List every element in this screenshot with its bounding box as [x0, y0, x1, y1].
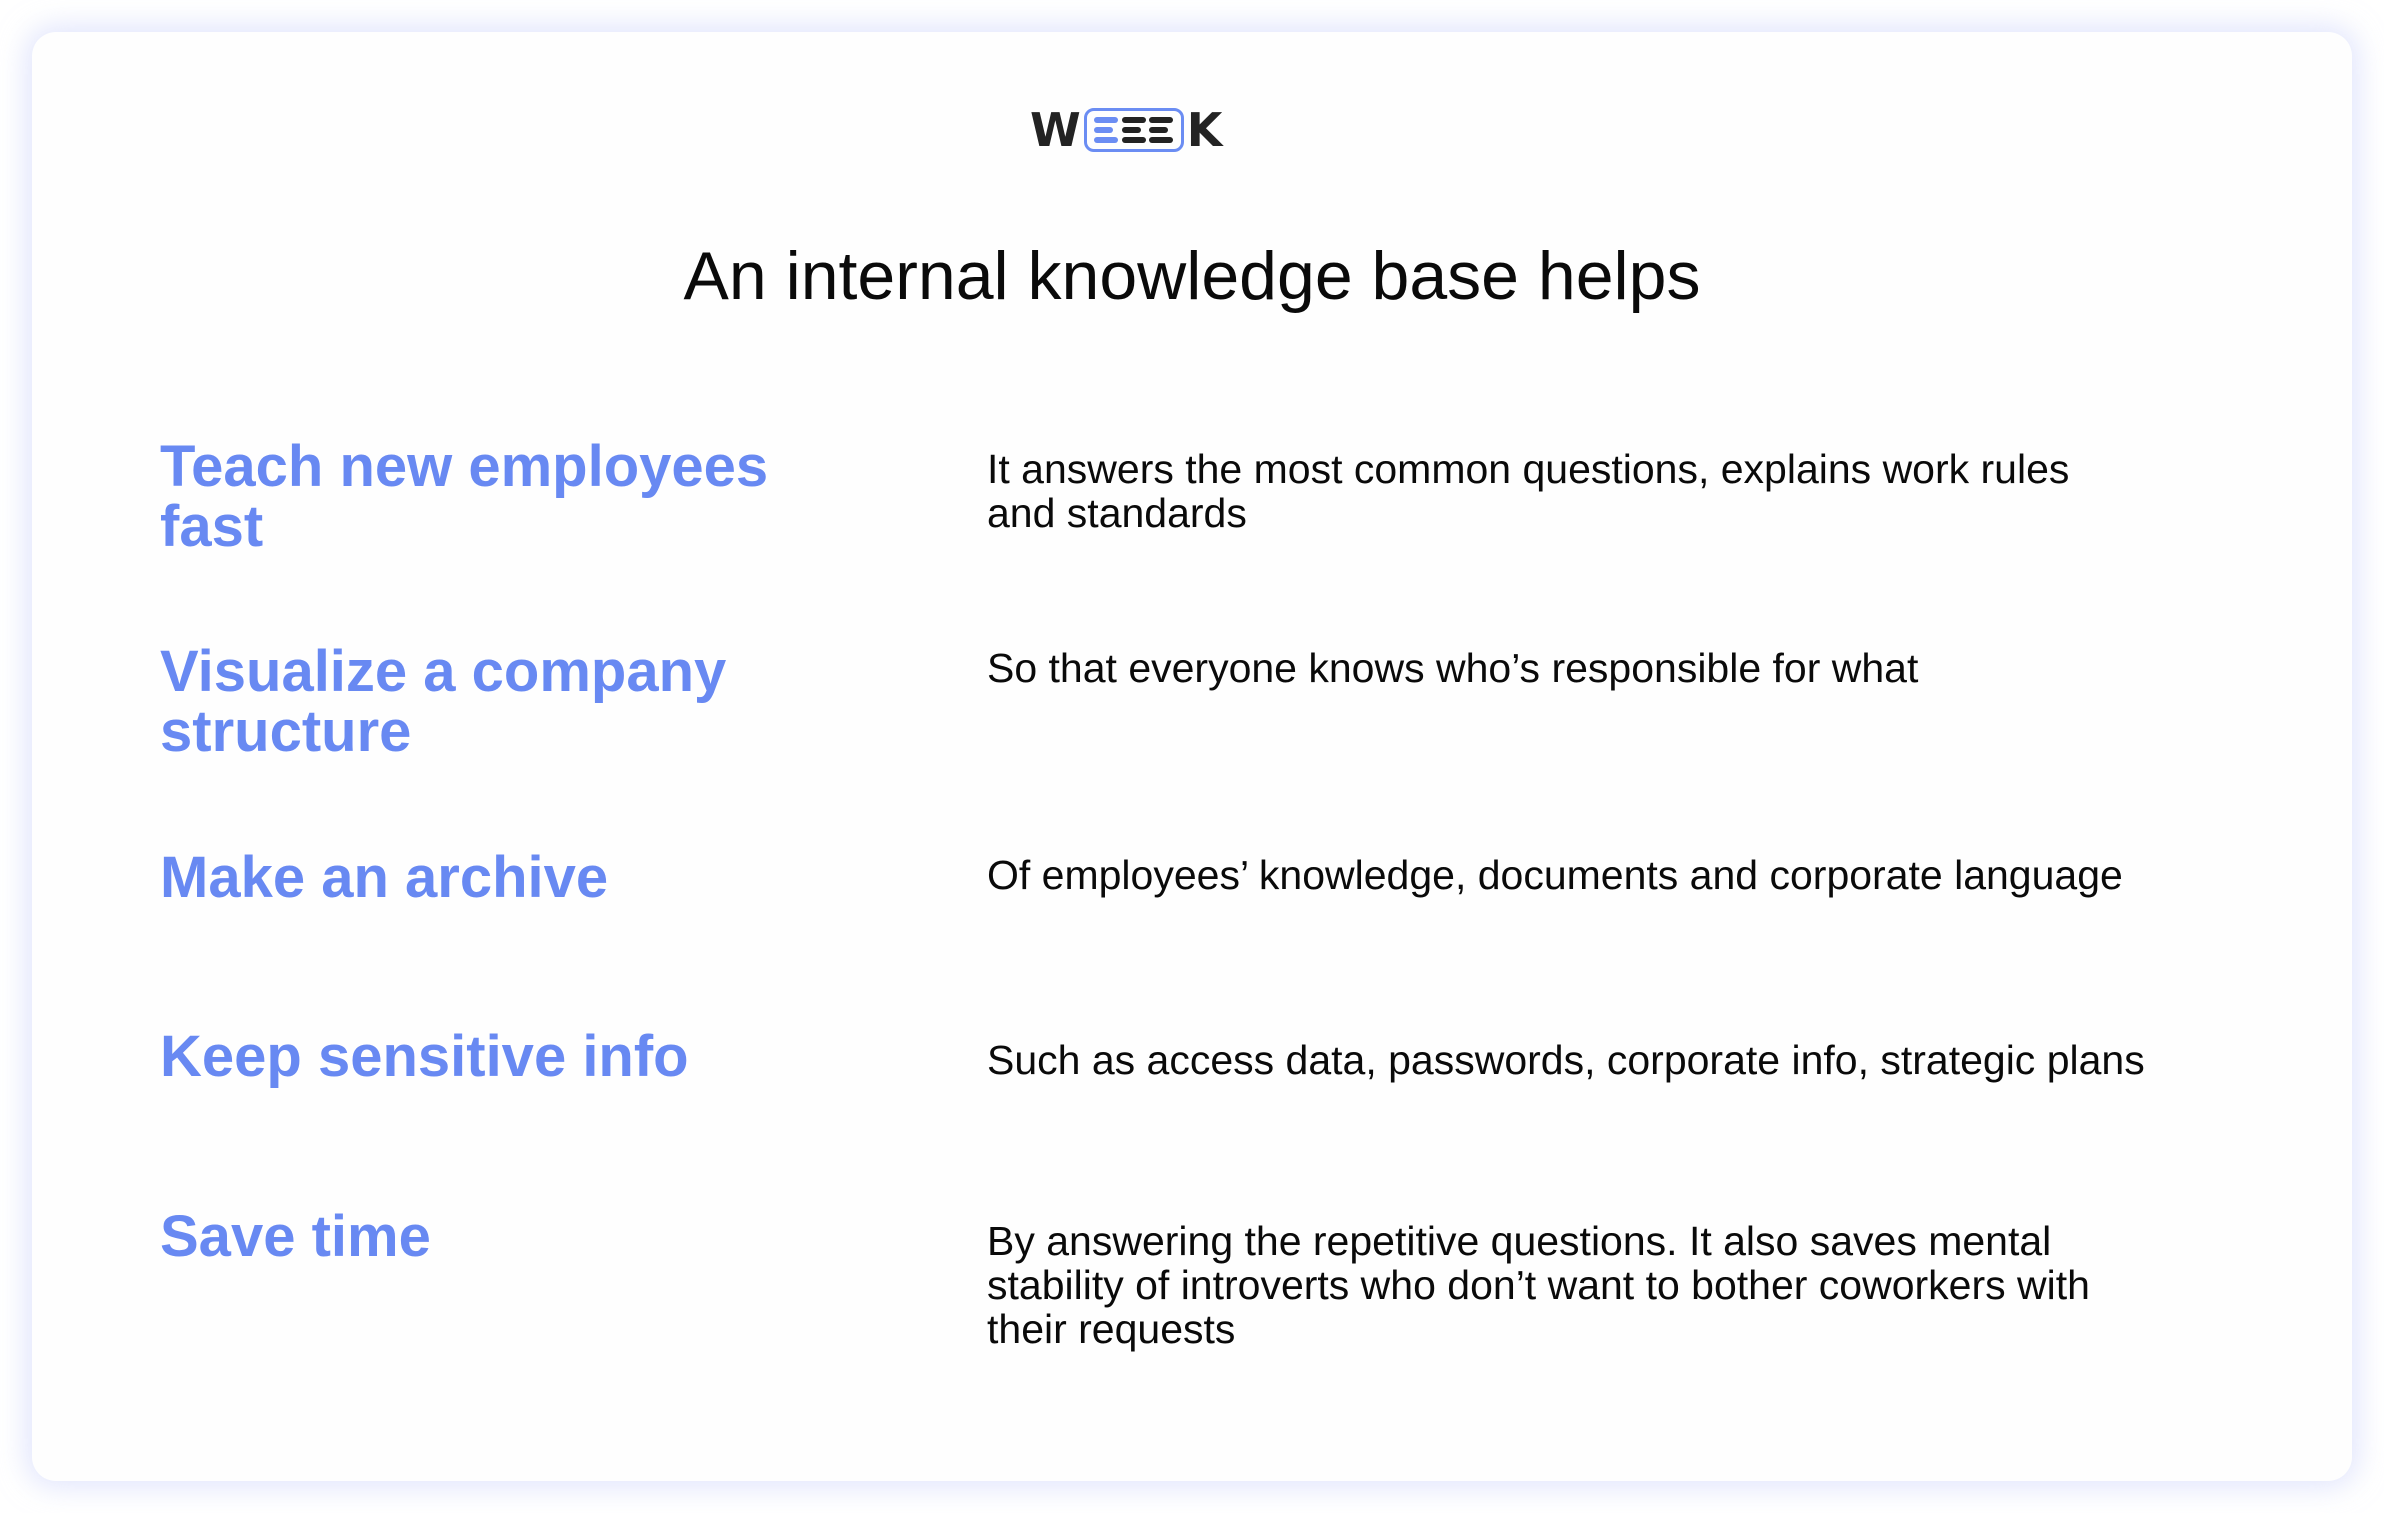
logo-column-accent	[1094, 117, 1119, 143]
benefit-description: By answering the repetitive questions. I…	[987, 1219, 2237, 1351]
benefit-heading: Visualize a company structure	[160, 642, 860, 762]
heading-line: Visualize a company	[160, 639, 727, 704]
description-line: Of employees’ knowledge, documents and c…	[987, 852, 2123, 898]
infographic-card	[32, 32, 2352, 1481]
benefit-heading: Teach new employees fast	[160, 437, 860, 557]
heading-line: Make an archive	[160, 845, 609, 910]
logo-column	[1121, 117, 1146, 143]
description-line: So that everyone knows who’s responsible…	[987, 645, 1919, 691]
description-line: stability of introverts who don’t want t…	[987, 1262, 2090, 1308]
benefit-heading: Save time	[160, 1207, 860, 1267]
benefit-description: Of employees’ knowledge, documents and c…	[987, 853, 2237, 897]
logo-board-icon	[1083, 108, 1184, 152]
logo-letter-w: W	[1030, 103, 1081, 157]
logo-column	[1149, 117, 1174, 143]
description-line: Such as access data, passwords, corporat…	[987, 1037, 2145, 1083]
heading-line: Keep sensitive info	[160, 1024, 689, 1089]
weeek-logo: W K	[1030, 104, 1222, 156]
description-line: and standards	[987, 490, 1247, 536]
benefit-description: So that everyone knows who’s responsible…	[987, 646, 2237, 690]
description-line: their requests	[987, 1306, 1236, 1352]
benefit-heading: Keep sensitive info	[160, 1027, 860, 1087]
page-title: An internal knowledge base helps	[683, 238, 1701, 314]
heading-line: structure	[160, 699, 412, 764]
heading-line: Save time	[160, 1204, 431, 1269]
heading-line: fast	[160, 494, 264, 559]
logo-letter-k: K	[1186, 103, 1223, 157]
description-line: It answers the most common questions, ex…	[987, 446, 2070, 492]
benefit-heading: Make an archive	[160, 848, 860, 908]
description-line: By answering the repetitive questions. I…	[987, 1218, 2052, 1264]
benefit-description: Such as access data, passwords, corporat…	[987, 1038, 2237, 1082]
benefit-description: It answers the most common questions, ex…	[987, 447, 2237, 535]
heading-line: Teach new employees	[160, 434, 769, 499]
